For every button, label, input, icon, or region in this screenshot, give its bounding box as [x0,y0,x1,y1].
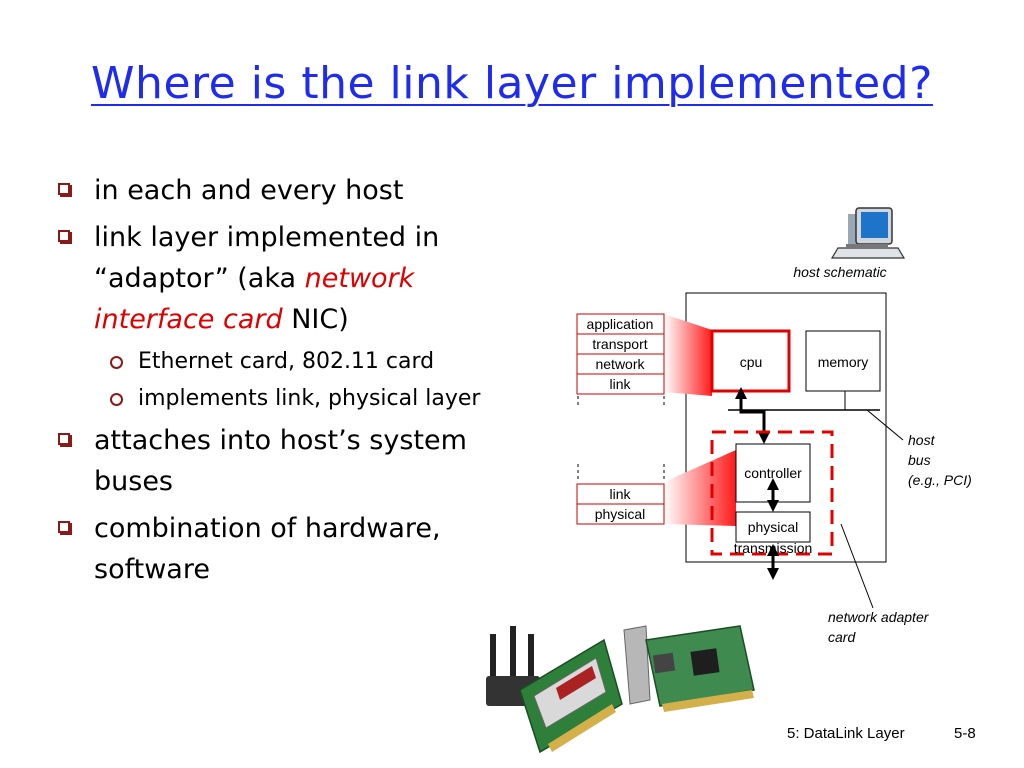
memory-label: memory [818,354,869,370]
wireless-nic-image [486,626,623,754]
protocol-stack-host: application transport network link [576,313,665,395]
host-box [685,292,887,563]
layer-transport: transport [592,336,647,352]
stack-to-adapter-highlight [664,450,736,526]
ethernet-nic-image [623,625,755,712]
adapter-label-2: card [828,629,856,645]
adapter-layer-physical: physical [595,506,646,522]
footer-page-number: 5-8 [954,725,976,742]
bullet-list: in each and every host link layer implem… [58,170,508,596]
bullet-adaptor: link layer implemented in “adaptor” (aka… [58,217,508,340]
protocol-stack-adapter: link physical [576,483,665,525]
bullet-circle-icon [110,356,123,369]
host-bus-label-2: bus [908,452,931,468]
cpu-label: cpu [740,354,763,370]
host-schematic-label: host schematic [793,264,886,280]
bullet-square-icon [58,433,72,447]
layer-application: application [587,316,654,332]
adapter-layer-link: link [609,486,631,502]
cpu-bus-arrow [735,387,770,444]
bullet-square-icon [58,230,72,244]
physical-label: physical [748,519,799,535]
slide-title: Where is the link layer implemented? [91,58,933,109]
bullet-square-icon [58,521,72,535]
layer-link: link [609,376,631,392]
nic-emphasis: network interface card [94,263,415,335]
bullet-circle-icon [110,393,123,406]
bullet-square-icon [58,183,72,197]
bullet-hw-sw: combination of hardware, software [58,508,508,590]
computer-icon [830,207,906,259]
bullet-host: in each and every host [58,170,508,211]
sub-bullet-implements: implements link, physical layer [58,383,508,414]
sub-bullet-ethernet: Ethernet card, 802.11 card [58,346,508,377]
stack-to-cpu-highlight [664,314,712,396]
memory-box [805,330,881,392]
controller-label: controller [744,465,802,481]
footer-chapter: 5: DataLink Layer [787,725,905,742]
host-bus-label-1: host [908,432,936,448]
layer-network: network [595,356,645,372]
host-bus-label-3: (e.g., PCI) [908,472,972,488]
bullet-system-buses: attaches into host’s system buses [58,420,508,502]
adapter-card-outline [710,430,834,556]
physical-box [735,511,811,543]
adapter-label-1: network adapter [828,609,930,625]
